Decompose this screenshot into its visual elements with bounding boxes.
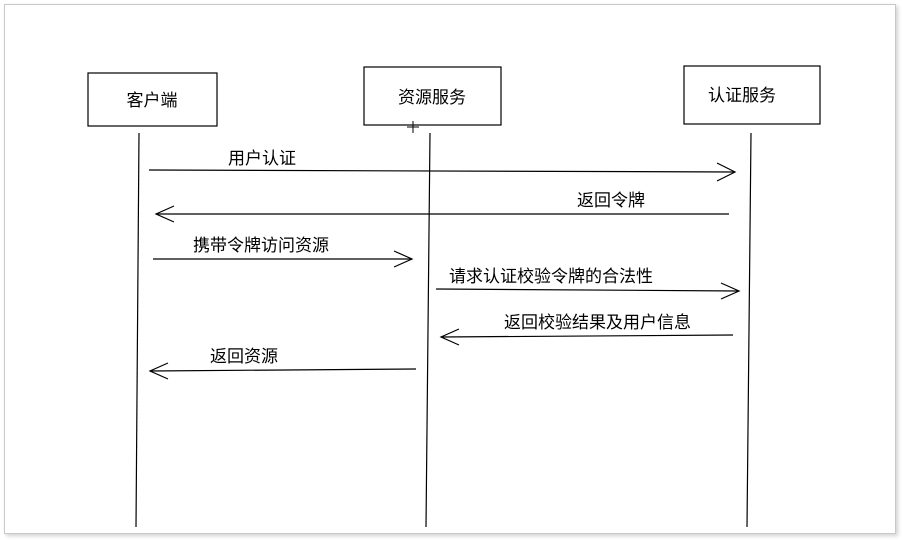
lifeline-auth	[746, 132, 752, 528]
message-arrow-user-auth	[148, 169, 736, 173]
participant-box-client	[87, 72, 218, 127]
lifeline-client	[135, 132, 140, 528]
arrowhead-left-icon	[154, 205, 175, 223]
arrowhead-right-icon	[393, 250, 414, 268]
crosshair-cursor-icon	[407, 121, 419, 133]
participant-box-auth	[683, 65, 821, 125]
participant-label-auth: 认证服务	[708, 86, 776, 106]
message-label-verify-result: 返回校验结果及用户信息	[504, 313, 691, 333]
arrowhead-right-icon	[720, 282, 741, 300]
participant-label-client: 客户端	[127, 91, 178, 111]
message-label-user-auth: 用户认证	[228, 149, 296, 169]
message-label-verify-request: 请求认证校验令牌的合法性	[449, 267, 653, 287]
participant-label-resource: 资源服务	[398, 88, 466, 108]
message-arrow-return-resource	[149, 368, 417, 372]
lifeline-resource	[425, 132, 431, 528]
arrowhead-left-icon	[439, 328, 460, 346]
message-arrow-verify-request	[435, 288, 740, 292]
arrowhead-left-icon	[148, 362, 169, 380]
message-arrow-verify-result	[440, 334, 734, 338]
participant-box-resource	[363, 66, 502, 126]
message-label-return-token: 返回令牌	[577, 191, 645, 211]
message-label-return-resource: 返回资源	[210, 347, 278, 367]
message-label-carry-token: 携带令牌访问资源	[193, 236, 329, 256]
arrowhead-right-icon	[716, 162, 737, 182]
